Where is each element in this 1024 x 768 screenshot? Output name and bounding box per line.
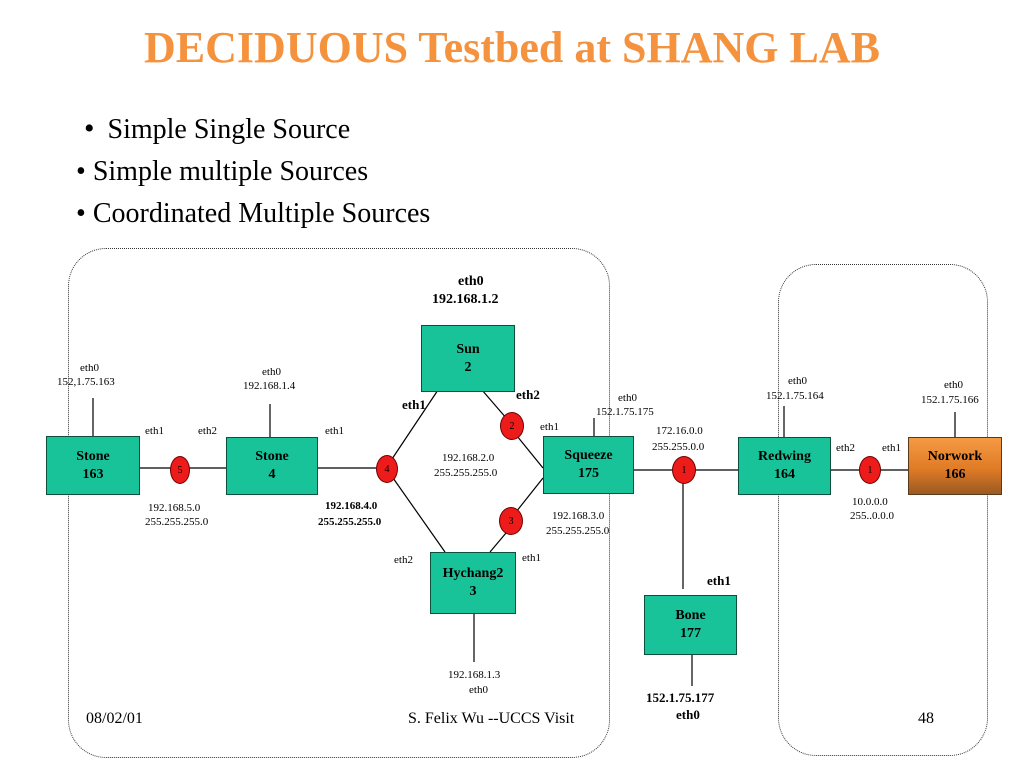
bullet-text: Coordinated Multiple Sources (92, 198, 431, 229)
node-redwing-164: Redwing 164 (738, 437, 831, 495)
router-4: 4 (376, 455, 398, 483)
router-5: 5 (170, 456, 190, 484)
label-stone163-ip: 152,1.75.163 (57, 376, 115, 388)
label-stone4-eth0: eth0 (262, 366, 281, 378)
right-group-frame (778, 264, 988, 756)
label-hychang-eth0: eth0 (469, 684, 488, 696)
node-name: Hychang2 (442, 566, 504, 581)
label-bone-ip: 152.1.75.177 (646, 690, 715, 705)
node-name: Stone (255, 449, 289, 464)
label-net-172: 172.16.0.0 (656, 425, 703, 437)
slide-title: DECIDUOUS Testbed at SHANG LAB (144, 23, 880, 72)
label-squeeze-eth0: eth0 (618, 392, 637, 404)
label-redwing-eth2: eth2 (836, 442, 855, 454)
node-number: 166 (944, 467, 966, 482)
node-number: 3 (469, 584, 477, 599)
link-router3-squeeze (515, 477, 544, 513)
node-number: 163 (82, 466, 104, 482)
link-sun-router2 (481, 389, 508, 420)
bullet-text: Simple multiple Sources (92, 156, 369, 187)
footer-page-number: 48 (918, 710, 934, 727)
node-bone-177: Bone 177 (644, 595, 737, 655)
node-name: Sun (456, 341, 480, 357)
bullet-text: Simple Single Source (107, 114, 351, 145)
link-router4-hychang (385, 467, 446, 553)
node-number: 164 (774, 467, 795, 482)
label-norwork-ip: 152.1.75.166 (921, 394, 979, 406)
label-sun-ip: 192.168.1.2 (432, 292, 499, 307)
bullet-list: • Simple Single Source • Simple multiple… (76, 108, 430, 235)
label-norwork-eth1: eth1 (882, 442, 901, 454)
label-bone-eth1: eth1 (707, 573, 731, 588)
label-hychang-eth2: eth2 (394, 554, 413, 566)
node-name: Squeeze (564, 448, 613, 463)
node-stone-4: Stone 4 (226, 437, 318, 495)
node-name: Redwing (758, 449, 811, 464)
node-name: Stone (76, 448, 110, 464)
node-name: Norwork (927, 449, 983, 464)
label-redwing-ip: 152.1.75.164 (766, 390, 824, 402)
label-squeeze-ip: 152.1.75.175 (596, 406, 654, 418)
label-net-192-168-5: 192.168.5.0 (148, 502, 201, 514)
node-number: 4 (268, 467, 276, 482)
footer-presenter: S. Felix Wu --UCCS Visit (408, 710, 575, 727)
label-sun-eth0: eth0 (458, 274, 484, 289)
label-hychang-eth1: eth1 (522, 552, 541, 564)
footer-date: 08/02/01 (86, 710, 143, 727)
label-mask-10: 255..0.0.0 (850, 510, 894, 522)
label-net-192-168-3: 192.168.3.0 (552, 510, 605, 522)
router-1-right: 1 (859, 456, 881, 484)
label-squeeze-eth1: eth1 (540, 421, 559, 433)
label-sun-eth1: eth1 (402, 397, 426, 412)
label-hychang-ip: 192.168.1.3 (448, 669, 501, 681)
bullet-item: • Simple Single Source (84, 112, 351, 145)
link-router4-sun (385, 389, 439, 469)
label-sun-eth2: eth2 (516, 387, 540, 402)
node-squeeze-175: Squeeze 175 (543, 436, 634, 494)
bullet-item: • Coordinated Multiple Sources (76, 198, 431, 229)
bullet-item: • Simple multiple Sources (76, 156, 369, 187)
label-stone4-ip: 192.168.1.4 (243, 380, 296, 392)
router-3: 3 (499, 507, 523, 535)
node-number: 175 (578, 466, 599, 481)
label-redwing-eth0: eth0 (788, 375, 807, 387)
label-norwork-eth0: eth0 (944, 379, 963, 391)
link-router2-squeeze (516, 435, 544, 469)
router-1-center: 1 (672, 456, 696, 484)
left-group-frame (68, 248, 610, 758)
label-stone163-eth1: eth1 (145, 425, 164, 437)
router-2: 2 (500, 412, 524, 440)
label-mask-172: 255.255.0.0 (652, 441, 705, 453)
node-number: 177 (680, 626, 701, 641)
label-mask-192-168-4: 255.255.255.0 (318, 516, 382, 528)
node-norwork-166: Norwork 166 (908, 437, 1002, 495)
label-mask-192-168-2: 255.255.255.0 (434, 467, 498, 479)
label-mask-192-168-3: 255.255.255.0 (546, 525, 610, 537)
link-hychang-router3 (489, 532, 507, 553)
node-sun-2: Sun 2 (421, 325, 515, 392)
label-bone-eth0: eth0 (676, 707, 700, 722)
node-number: 2 (464, 359, 472, 375)
label-net-192-168-4: 192.168.4.0 (325, 500, 378, 512)
label-mask-192-168-5: 255.255.255.0 (145, 516, 209, 528)
node-stone-163: Stone 163 (46, 436, 140, 495)
label-net-192-168-2: 192.168.2.0 (442, 452, 495, 464)
node-hychang2-3: Hychang2 3 (430, 552, 516, 614)
label-stone163-eth0: eth0 (80, 362, 99, 374)
label-stone4-eth2: eth2 (198, 425, 217, 437)
node-name: Bone (675, 608, 706, 623)
label-net-10: 10.0.0.0 (852, 496, 888, 508)
label-stone4-eth1: eth1 (325, 425, 344, 437)
